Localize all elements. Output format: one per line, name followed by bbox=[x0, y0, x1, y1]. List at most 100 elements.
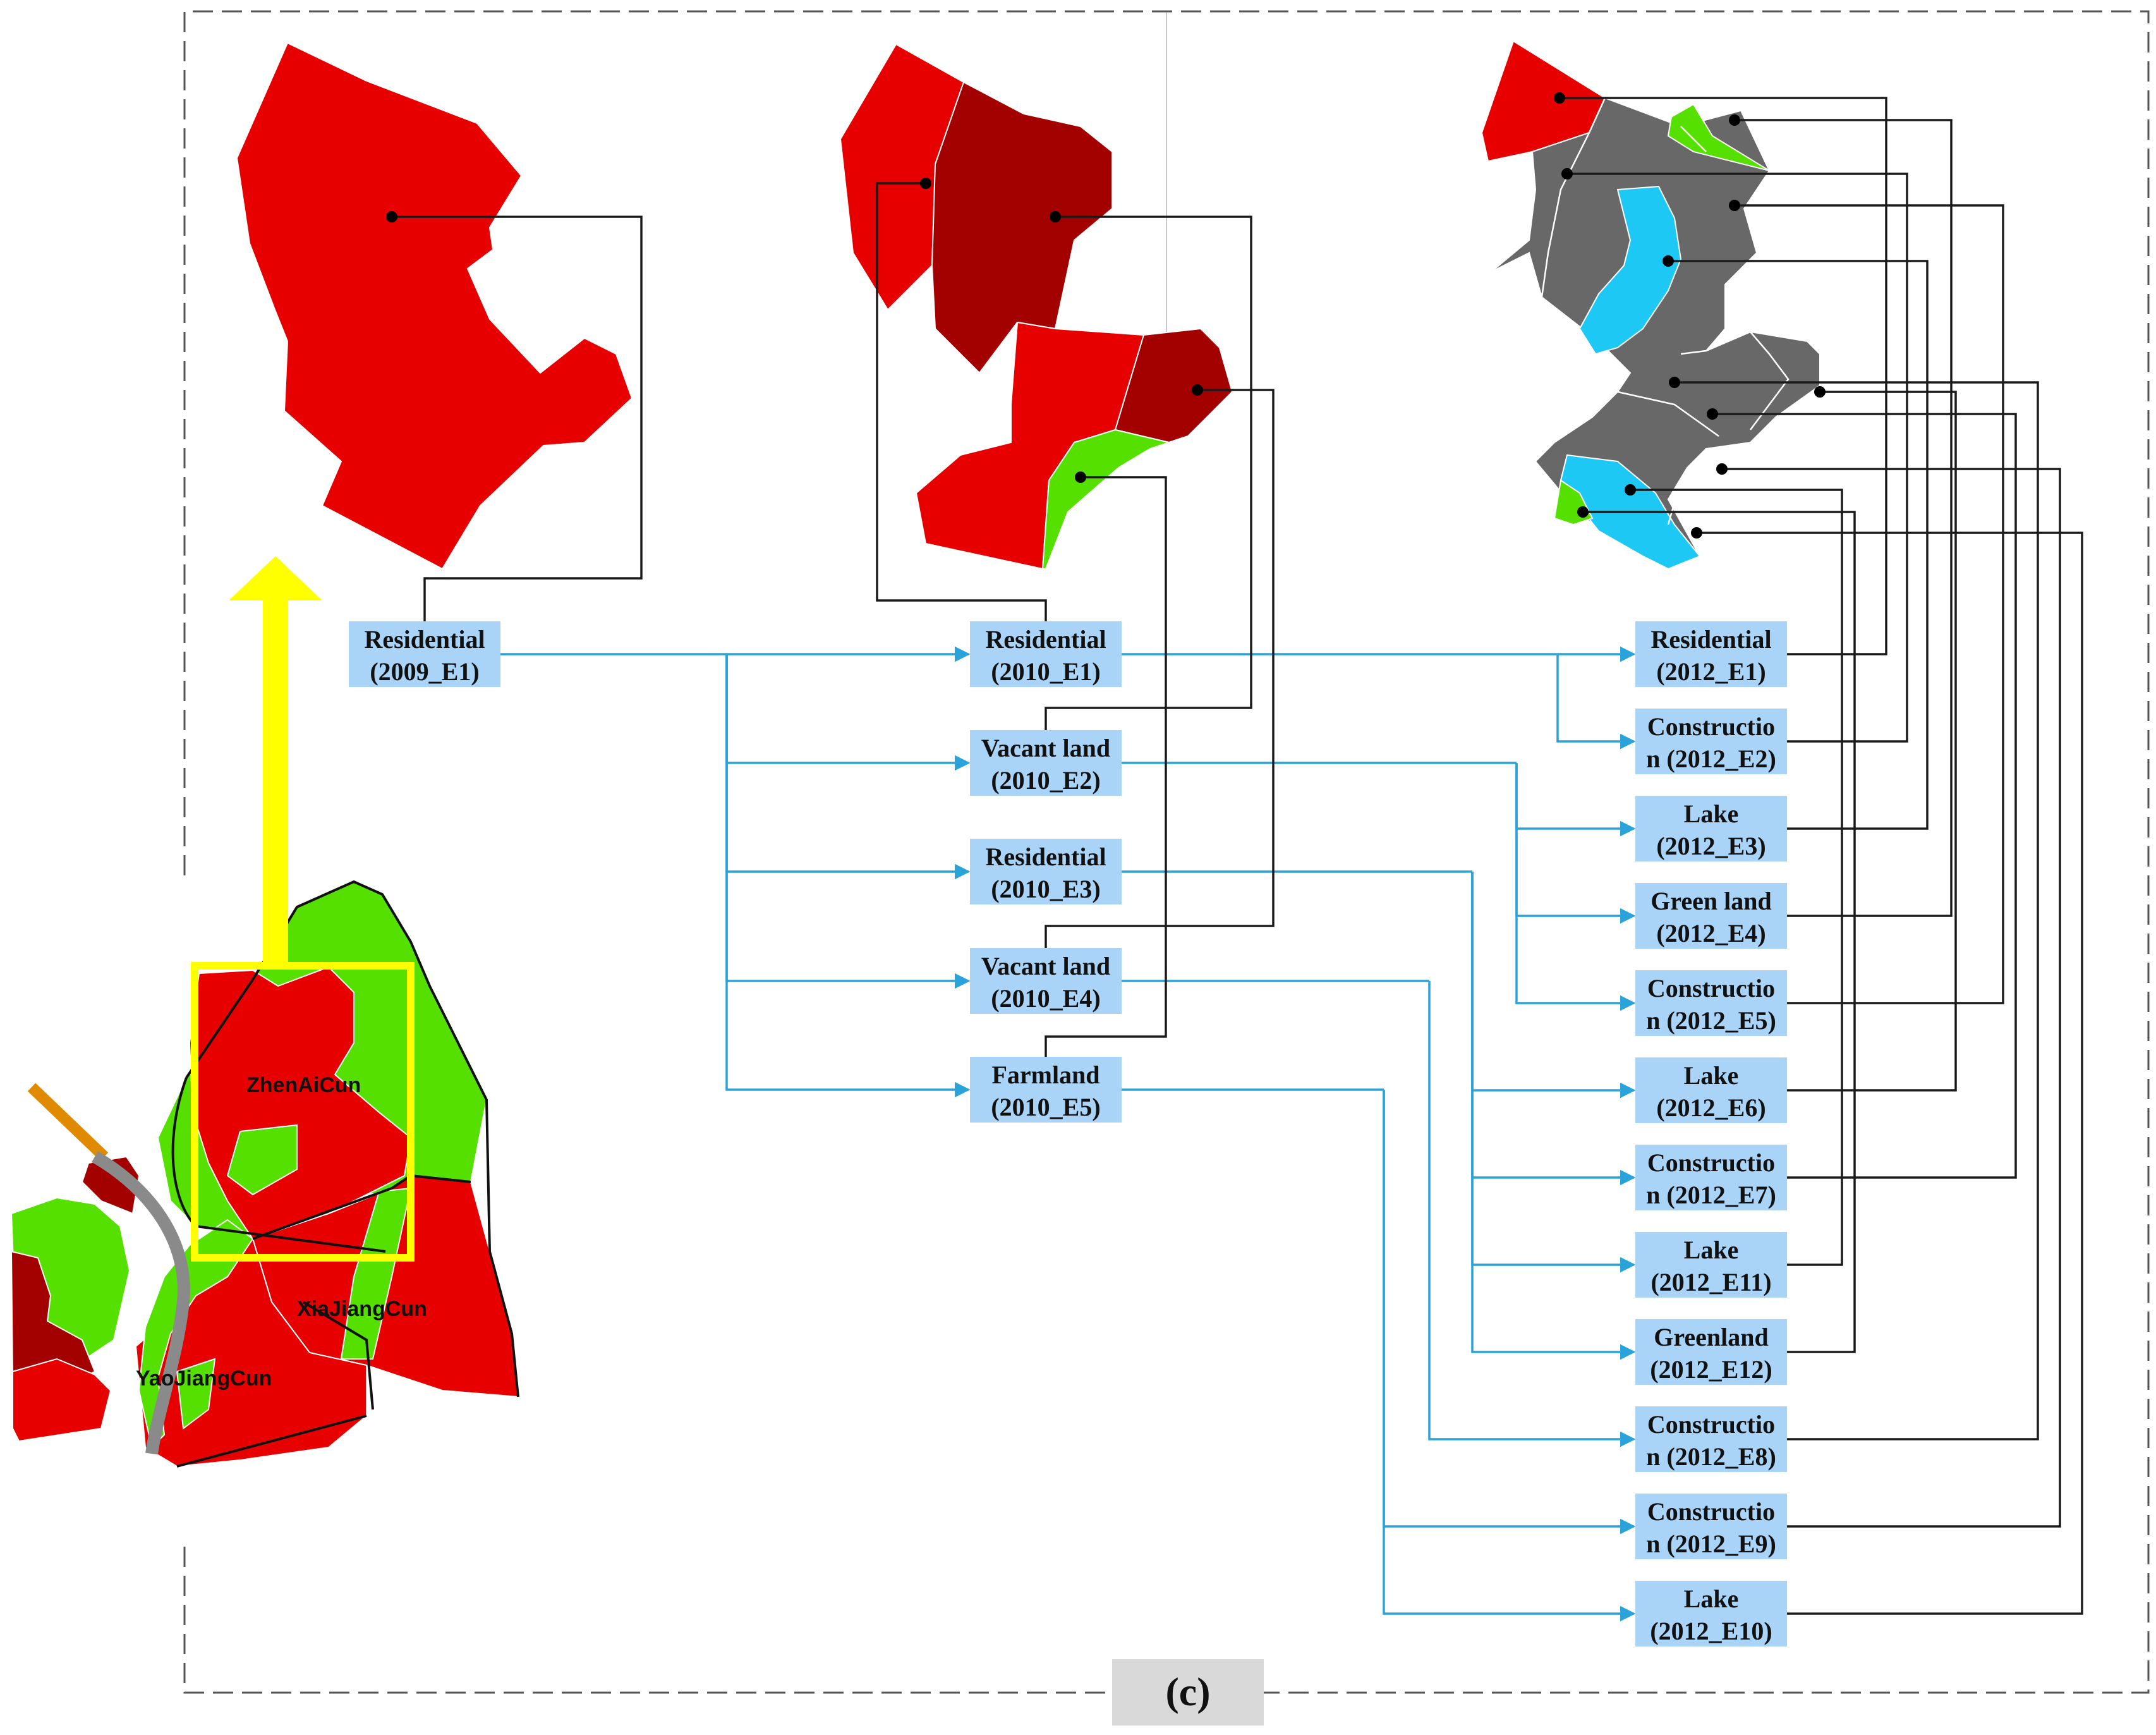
node-2012-e2: Constructio n (2012_E2) bbox=[1635, 709, 1787, 774]
node-2010-e4: Vacant land (2010_E4) bbox=[970, 948, 1122, 1014]
transition-arrow-2010_e3-to-2012_e7 bbox=[1471, 872, 1636, 1186]
overview-map: ZhenAiCun XiaJiangCun YaoJiangCun bbox=[10, 556, 519, 1468]
parcel-marker-2012_e8 bbox=[1669, 377, 1680, 388]
node-2012-e5: Constructio n (2012_E5) bbox=[1635, 970, 1787, 1036]
leader-line-2010_e3 bbox=[876, 182, 1047, 621]
transition-arrow-2010_e5-to-2012_e10 bbox=[1383, 1090, 1636, 1622]
leader-line-2012_e4 bbox=[1735, 119, 1953, 917]
node-label-line2: (2010_E1) bbox=[991, 657, 1100, 686]
map-label-xiajiangcun: XiaJiangCun bbox=[297, 1297, 427, 1321]
transition-arrow-2009_e1-to-2010_e2 bbox=[725, 654, 971, 771]
parcel-2012-e3 bbox=[1578, 185, 1682, 355]
node-label-line1: Vacant land bbox=[981, 734, 1110, 762]
node-box bbox=[1635, 1494, 1787, 1559]
node-label-line1: Constructio bbox=[1647, 1497, 1775, 1526]
parcel-marker-2009_e1 bbox=[386, 211, 397, 222]
dashed-frame bbox=[183, 10, 2150, 1694]
panel-label: (c) bbox=[1165, 1669, 1210, 1714]
parcel-marker-2012_e5 bbox=[1729, 200, 1740, 211]
transition-arrow-2010_e3-to-2012_e12 bbox=[1471, 872, 1636, 1360]
node-label-line1: Greenland bbox=[1654, 1323, 1769, 1351]
parcels-2012 bbox=[1481, 40, 1820, 570]
node-label-line2: (2012_E12) bbox=[1650, 1355, 1772, 1384]
map-yaojiangcun-green-2 bbox=[176, 1358, 216, 1430]
node-label-line1: Vacant land bbox=[981, 952, 1110, 980]
node-label-line2: (2010_E3) bbox=[991, 875, 1100, 903]
node-label-line2: n (2012_E8) bbox=[1646, 1442, 1776, 1471]
transition-arrow-2010_e5-to-2012_e9 bbox=[1383, 1090, 1636, 1535]
node-box bbox=[1635, 883, 1787, 949]
leader-line-2012_e2 bbox=[1567, 173, 1908, 743]
parcel-marker-2012_e11 bbox=[1625, 484, 1636, 496]
node-box bbox=[1635, 796, 1787, 861]
node-layer: Residential(2009_E1)Residential(2010_E1)… bbox=[349, 621, 1787, 1647]
transition-arrow-2010_e3-to-2012_e6 bbox=[1471, 872, 1636, 1099]
node-box bbox=[1635, 621, 1787, 687]
node-label-line2: (2010_E4) bbox=[991, 984, 1100, 1013]
node-label-line1: Lake bbox=[1684, 1236, 1739, 1264]
transition-arrow-2009_e1-to-2010_e4 bbox=[725, 654, 971, 989]
node-label-line1: Lake bbox=[1684, 800, 1739, 828]
parcel-marker-2010_e5 bbox=[1075, 472, 1086, 483]
node-2010-e1: Residential(2010_E1) bbox=[970, 621, 1122, 687]
highlight-arrow-head bbox=[229, 556, 322, 600]
node-2012-e4: Green land (2012_E4) bbox=[1635, 883, 1787, 949]
node-label-line2: n (2012_E2) bbox=[1646, 745, 1776, 773]
node-2012-e1: Residential(2012_E1) bbox=[1635, 621, 1787, 687]
leader-line-2012_e8 bbox=[1675, 381, 2039, 1440]
node-label-line2: (2012_E11) bbox=[1650, 1268, 1771, 1296]
node-label-line1: Constructio bbox=[1647, 974, 1775, 1002]
node-2010-e2: Vacant land(2010_E2) bbox=[970, 730, 1122, 796]
leader-line-2012_e1 bbox=[1559, 97, 1887, 655]
parcel-marker-2012_e12 bbox=[1577, 506, 1589, 518]
node-label-line2: (2012_E3) bbox=[1656, 832, 1765, 860]
node-label-line1: Green land bbox=[1650, 887, 1772, 915]
node-2012-e3: Lake (2012_E3) bbox=[1635, 796, 1787, 861]
node-box bbox=[1635, 1057, 1787, 1123]
node-label-line2: (2012_E10) bbox=[1650, 1617, 1772, 1645]
node-box bbox=[1635, 709, 1787, 774]
parcel-marker-2012_e3 bbox=[1662, 255, 1674, 267]
panel-label-box bbox=[1112, 1659, 1264, 1726]
node-label-line2: n (2012_E7) bbox=[1646, 1181, 1776, 1209]
node-label-line2: (2010_E5) bbox=[991, 1093, 1100, 1121]
node-2010-e5: Farmland(2010_E5) bbox=[970, 1057, 1122, 1123]
parcel-marker-2012_e2 bbox=[1561, 168, 1573, 180]
node-2012-e8: Constructio n (2012_E8) bbox=[1635, 1406, 1787, 1472]
parcel-marker-2012_e4 bbox=[1729, 114, 1740, 126]
leader-line-2012_e6 bbox=[1787, 391, 1957, 1092]
node-label-line2: (2012_E4) bbox=[1656, 919, 1765, 947]
parcel-marker-2010_e4 bbox=[1192, 384, 1203, 396]
node-2012-e9: Constructio n (2012_E9) bbox=[1635, 1494, 1787, 1559]
node-label-line2: (2009_E1) bbox=[370, 657, 479, 686]
node-label-line2: n (2012_E5) bbox=[1646, 1006, 1776, 1035]
leader-line-2012_e7 bbox=[1712, 413, 2017, 1179]
node-label-line2: n (2012_E9) bbox=[1646, 1530, 1776, 1558]
highlight-arrow-shaft bbox=[263, 599, 288, 963]
map-boundaries bbox=[171, 1077, 471, 1410]
node-box bbox=[970, 948, 1122, 1014]
node-box bbox=[349, 621, 500, 687]
parcel-2012-boundaries bbox=[1541, 97, 1606, 298]
parcel-2012-boundary-5 bbox=[1680, 126, 1707, 152]
node-label-line1: Constructio bbox=[1647, 712, 1775, 741]
leader-line-2012_e3 bbox=[1668, 260, 1929, 830]
leader-line-2012_e9 bbox=[1722, 468, 2061, 1528]
map-road-orange bbox=[27, 1083, 109, 1161]
transition-arrow-2009_e1-to-2010_e5 bbox=[725, 654, 971, 1098]
transition-arrow-2010_e3-to-2012_e11 bbox=[1471, 872, 1636, 1273]
node-2012-e10: Lake(2012_E10) bbox=[1635, 1581, 1787, 1647]
leader-line-2012_e10 bbox=[1697, 532, 2083, 1615]
node-label-line1: Constructio bbox=[1647, 1410, 1775, 1439]
node-box bbox=[970, 621, 1122, 687]
parcels-2010 bbox=[839, 43, 1233, 570]
node-2012-e12: Greenland (2012_E12) bbox=[1635, 1319, 1787, 1385]
parcel-marker-2012_e6 bbox=[1814, 386, 1826, 398]
node-box bbox=[1635, 1319, 1787, 1385]
parcel-2009-e1-shape bbox=[236, 42, 633, 570]
leader-line-2010_e4 bbox=[1045, 389, 1275, 948]
transition-arrow-2010_e4-to-2012_e8 bbox=[1428, 981, 1636, 1447]
node-box bbox=[970, 730, 1122, 796]
node-label-line2: (2012_E1) bbox=[1656, 657, 1765, 686]
